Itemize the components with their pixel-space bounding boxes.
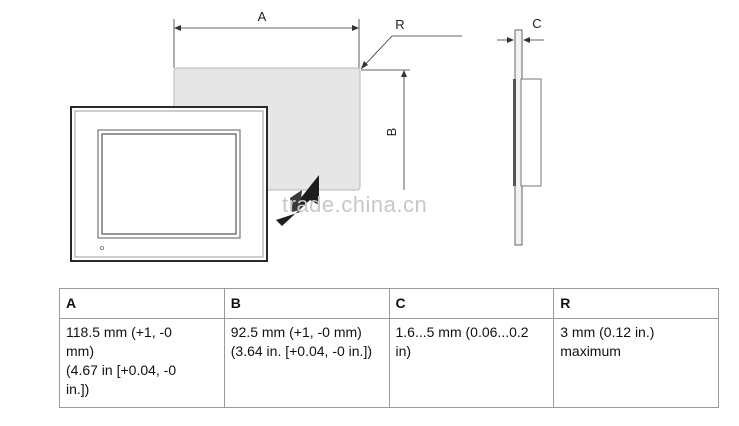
table-row: 118.5 mm (+1, -0 mm) (4.67 in [+0.04, -0… [59,318,719,408]
cell-r: 3 mm (0.12 in.) maximum [553,318,719,408]
panel-cutout-diagram: A R B C [70,9,544,262]
cell-b: 92.5 mm (+1, -0 mm) (3.64 in. [+0.04, -0… [223,318,390,408]
cell-a-line-3: (4.67 in [+0.04, -0 [66,362,177,378]
cell-c-line-1: 1.6...5 mm (0.06...0.2 [395,324,529,340]
table-header-row: A B C R [59,288,719,319]
header-b: B [223,288,390,319]
insertion-arrow-icon [276,175,319,226]
watermark-text: trade.china.cn [282,192,428,217]
device-side-view [513,29,542,246]
label-c: C [532,16,541,31]
cell-a-line-4: in.]) [66,381,90,397]
cell-c: 1.6...5 mm (0.06...0.2 in) [388,318,555,408]
cell-r-line-1: 3 mm (0.12 in.) [560,324,655,340]
dimension-c: C [497,16,544,43]
dimension-r: R [360,17,462,70]
cell-b-line-1: 92.5 mm (+1, -0 mm) [230,324,362,340]
header-r: R [553,288,719,319]
device-front-view [70,106,268,262]
cell-r-line-2: maximum [560,343,621,359]
header-a: A [59,288,225,319]
label-b: B [384,128,399,137]
cell-c-line-2: in) [395,343,412,359]
dimension-a: A [173,9,360,68]
dimensions-table: A B C R 118.5 mm (+1, -0 mm) (4.67 in [+… [59,288,719,408]
cell-a-line-2: mm) [66,343,94,359]
device-led-indicator [100,245,105,250]
cell-b-line-2: (3.64 in. [+0.04, -0 in.]) [230,343,372,359]
cell-a: 118.5 mm (+1, -0 mm) (4.67 in [+0.04, -0… [59,318,225,408]
dimension-b: B [361,69,410,190]
label-a: A [258,9,267,24]
label-r: R [395,17,404,32]
header-c: C [388,288,555,319]
cell-a-line-1: 118.5 mm (+1, -0 [66,324,172,340]
